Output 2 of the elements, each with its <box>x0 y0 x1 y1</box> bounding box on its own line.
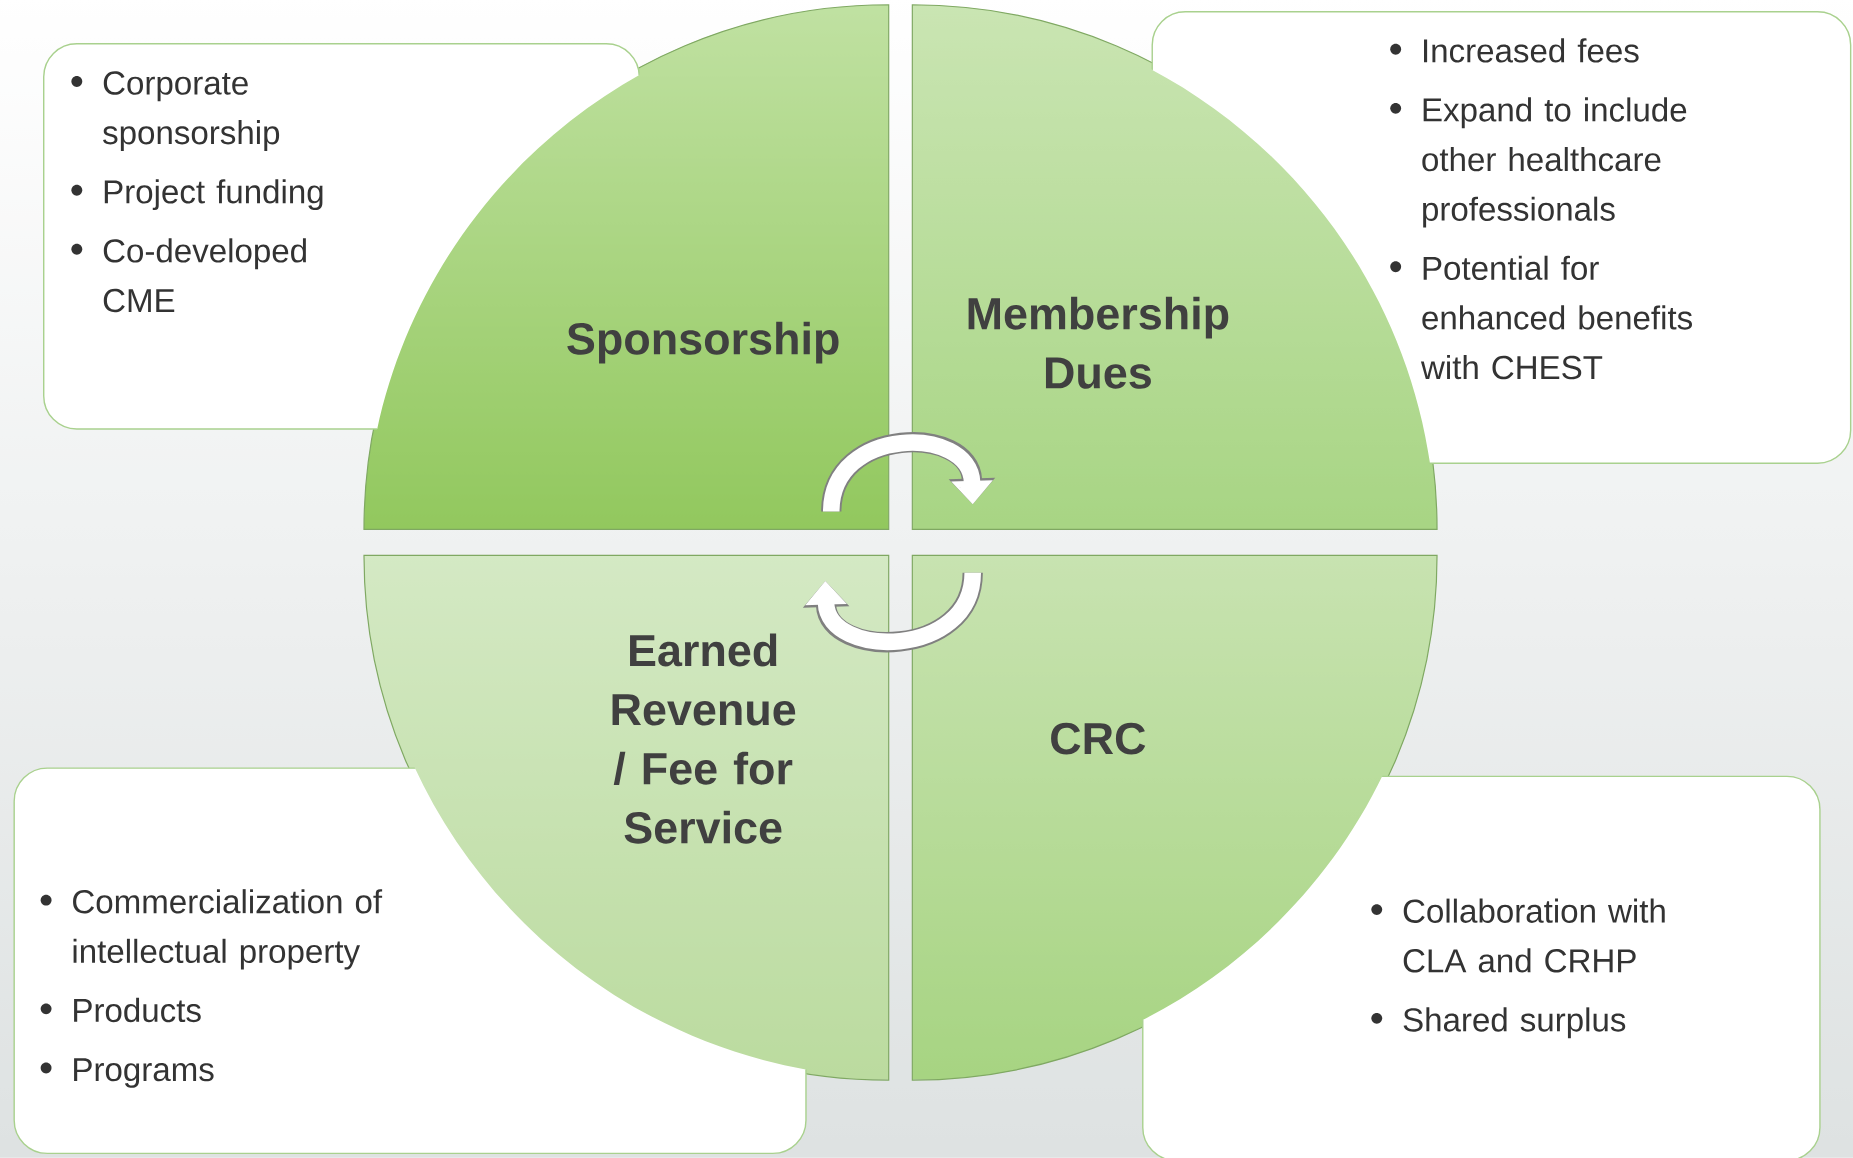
curved-arrow <box>821 432 996 513</box>
curved-arrow <box>802 571 983 653</box>
